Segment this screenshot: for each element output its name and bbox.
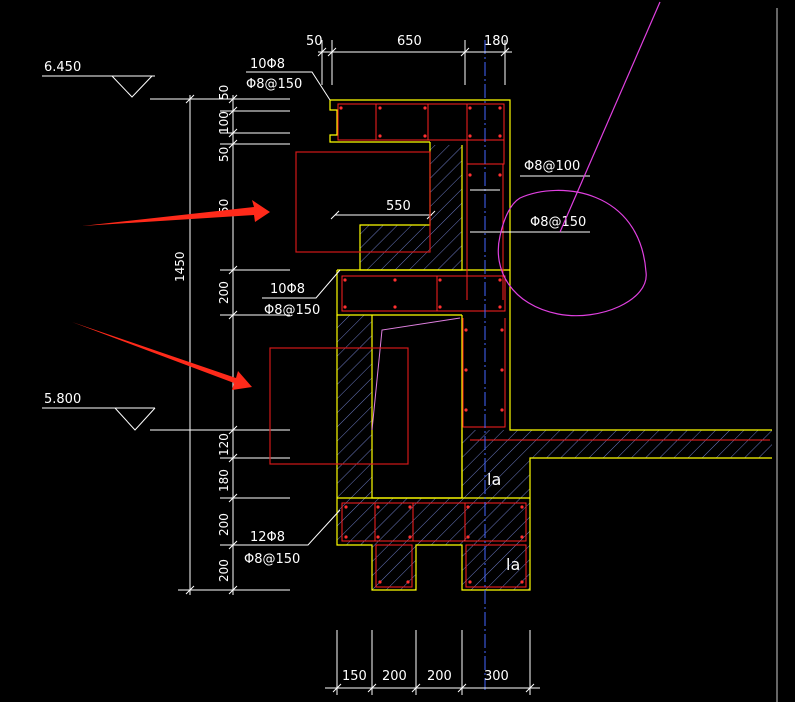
rebar-bot-main: 12Φ8 xyxy=(250,530,285,545)
markup-boxes xyxy=(269,151,431,465)
left-dim-v3: 50 xyxy=(217,147,231,162)
rebar-right-stirrup-1: Φ8@100 xyxy=(524,159,580,174)
rebar-lines xyxy=(337,103,770,588)
rebar-right-stirrup-2: Φ8@150 xyxy=(530,215,586,230)
inner-dimension xyxy=(330,210,436,220)
elevation-marker-bottom xyxy=(42,407,156,431)
top-dim-650: 650 xyxy=(397,34,422,49)
rebar-mid-stirrup: Φ8@150 xyxy=(264,303,320,318)
bottom-dim-150: 150 xyxy=(342,669,367,684)
elevation-marker-top xyxy=(42,75,155,98)
top-dim-180: 180 xyxy=(484,34,509,49)
rebar-dots xyxy=(339,106,524,584)
elevation-bottom-label: 5.800 xyxy=(44,392,81,407)
left-dim-v5: 200 xyxy=(217,281,231,304)
inner-leader xyxy=(371,317,461,431)
left-dim-v8: 200 xyxy=(217,513,231,536)
elevation-top-label: 6.450 xyxy=(44,60,81,75)
red-arrows xyxy=(72,200,270,390)
left-dim-v6: 120 xyxy=(217,433,231,456)
anchorage-la-1: la xyxy=(487,470,501,489)
bottom-dim-200a: 200 xyxy=(382,669,407,684)
left-dim-v7: 180 xyxy=(217,469,231,492)
inner-dim-550: 550 xyxy=(386,199,411,214)
top-dim-50: 50 xyxy=(306,34,323,49)
annotation-circle xyxy=(497,1,661,317)
left-dim-v1: 50 xyxy=(217,85,231,100)
rebar-bot-stirrup: Φ8@150 xyxy=(244,552,300,567)
anchorage-la-2: la xyxy=(506,555,520,574)
rebar-top-stirrup: Φ8@150 xyxy=(246,77,302,92)
rebar-leaders xyxy=(242,71,590,546)
left-dim-v2: 100 xyxy=(217,111,231,134)
rebar-top-main: 10Φ8 xyxy=(250,57,285,72)
arrow-upper-icon xyxy=(82,200,270,226)
section-outline xyxy=(329,99,772,591)
bottom-dim-200b: 200 xyxy=(427,669,452,684)
top-dimension-chain xyxy=(317,40,512,85)
left-dim-total: 1450 xyxy=(173,251,187,282)
left-dim-v9: 200 xyxy=(217,559,231,582)
bottom-dimension-chain xyxy=(325,630,540,695)
rebar-mid-main: 10Φ8 xyxy=(270,282,305,297)
hatched-concrete xyxy=(337,145,772,590)
bottom-dim-300: 300 xyxy=(484,669,509,684)
arrow-lower-icon xyxy=(72,322,252,390)
left-dimension-chain xyxy=(150,94,290,595)
